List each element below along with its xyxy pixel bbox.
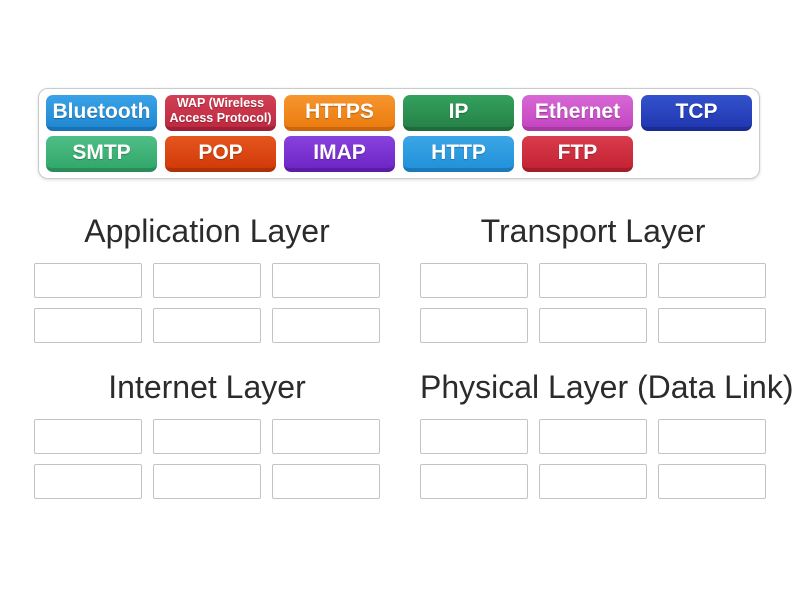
drop-slot[interactable]: [420, 308, 528, 343]
drop-slot[interactable]: [153, 464, 261, 499]
drop-slot[interactable]: [272, 308, 380, 343]
chip-smtp[interactable]: SMTP: [46, 136, 157, 172]
slots-transport-layer: [420, 263, 766, 343]
drop-slot[interactable]: [34, 263, 142, 298]
chip-https[interactable]: HTTPS: [284, 95, 395, 131]
drop-slot[interactable]: [153, 419, 261, 454]
drop-slot[interactable]: [539, 419, 647, 454]
chip-ftp[interactable]: FTP: [522, 136, 633, 172]
drop-slot[interactable]: [153, 308, 261, 343]
drop-slot[interactable]: [272, 263, 380, 298]
drop-slot[interactable]: [420, 263, 528, 298]
chip-wap[interactable]: WAP (Wireless Access Protocol): [165, 95, 276, 131]
drop-slot[interactable]: [153, 263, 261, 298]
slots-application-layer: [34, 263, 380, 343]
group-title-transport-layer: Transport Layer: [480, 213, 706, 249]
chip-pop[interactable]: POP: [165, 136, 276, 172]
drop-slot[interactable]: [658, 308, 766, 343]
drop-slot[interactable]: [420, 464, 528, 499]
drop-slot[interactable]: [34, 419, 142, 454]
group-internet-layer: Internet Layer: [34, 368, 380, 499]
chip-ethernet[interactable]: Ethernet: [522, 95, 633, 131]
slots-internet-layer: [34, 419, 380, 499]
drop-slot[interactable]: [539, 464, 647, 499]
drop-slot[interactable]: [272, 464, 380, 499]
drop-slot[interactable]: [34, 308, 142, 343]
chip-tcp[interactable]: TCP: [641, 95, 752, 131]
drop-slot[interactable]: [272, 419, 380, 454]
group-application-layer: Application Layer: [34, 212, 380, 343]
drop-slot[interactable]: [420, 419, 528, 454]
chip-imap[interactable]: IMAP: [284, 136, 395, 172]
slots-physical-layer: [420, 419, 766, 499]
group-title-internet-layer: Internet Layer: [108, 369, 306, 405]
chip-ip[interactable]: IP: [403, 95, 514, 131]
drop-slot[interactable]: [658, 419, 766, 454]
chip-bluetooth[interactable]: Bluetooth: [46, 95, 157, 131]
group-transport-layer: Transport Layer: [420, 212, 766, 343]
drop-slot[interactable]: [658, 263, 766, 298]
drop-slot[interactable]: [539, 263, 647, 298]
drop-slot[interactable]: [658, 464, 766, 499]
group-title-physical-layer: Physical Layer (Data Link): [420, 369, 794, 405]
group-physical-layer: Physical Layer (Data Link): [420, 368, 794, 499]
group-title-application-layer: Application Layer: [84, 213, 330, 249]
drop-slot[interactable]: [539, 308, 647, 343]
drop-slot[interactable]: [34, 464, 142, 499]
chip-http[interactable]: HTTP: [403, 136, 514, 172]
